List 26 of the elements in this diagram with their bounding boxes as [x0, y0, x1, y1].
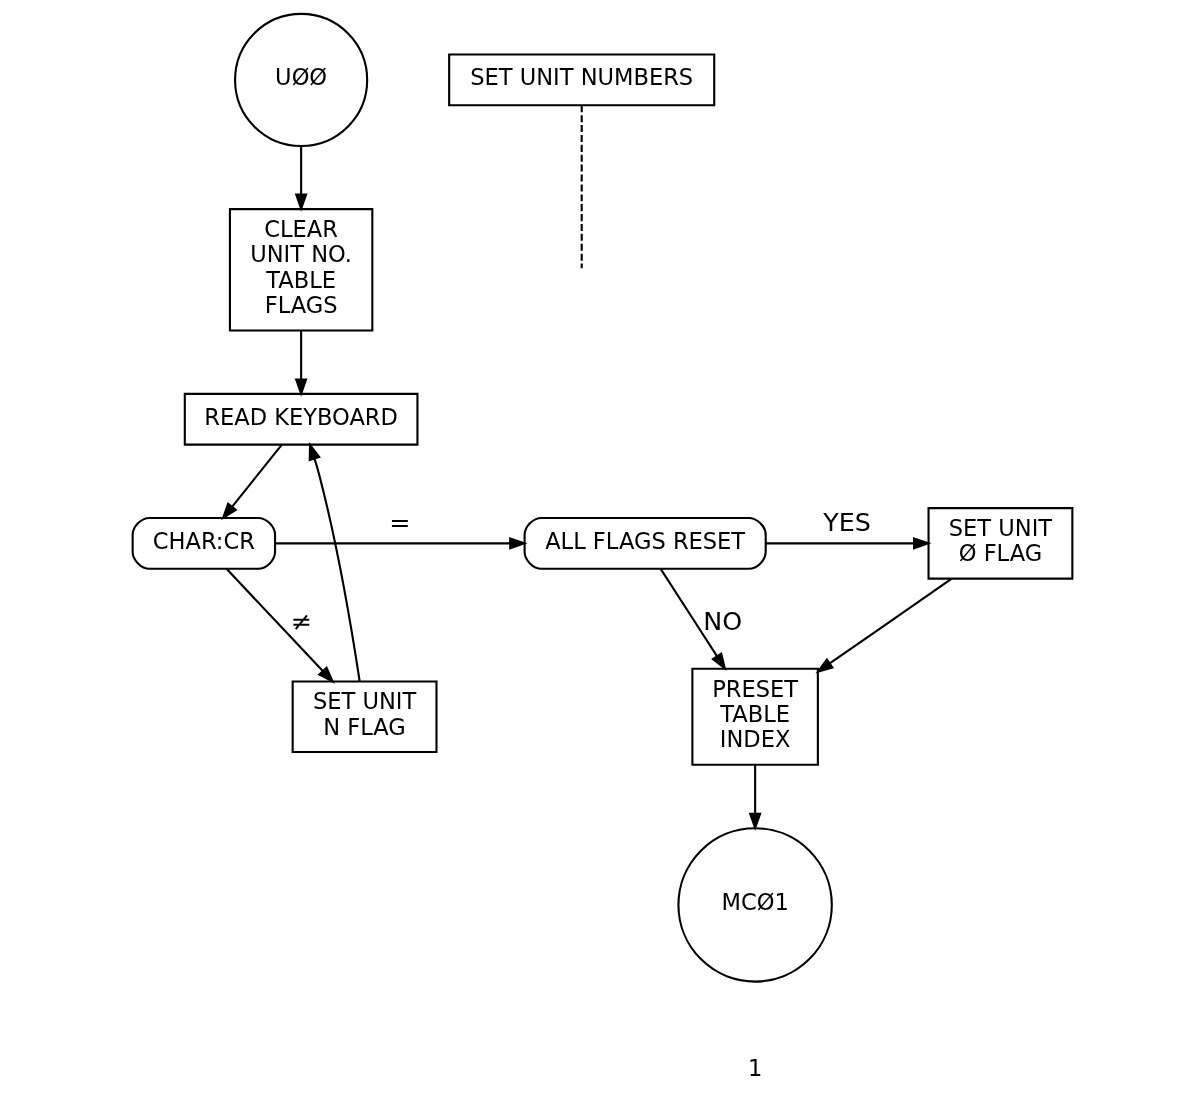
node-box: SET UNIT N FLAG	[291, 680, 438, 754]
arrow	[659, 568, 726, 671]
arrow	[294, 146, 308, 212]
arrow	[814, 578, 952, 674]
arrow	[748, 764, 762, 832]
node-circle: UØØ	[233, 12, 368, 148]
node-box: READ KEYBOARD	[183, 392, 418, 446]
node-circle: MCØ1	[676, 827, 833, 983]
node-box: CLEAR UNIT NO. TABLE FLAGS	[228, 208, 373, 332]
edge-label: NO	[702, 605, 742, 636]
edge-label: YES	[822, 507, 871, 538]
node-box: CHAR:CR	[131, 516, 276, 570]
node-box: ALL FLAGS RESET	[523, 516, 767, 570]
connector	[580, 105, 583, 269]
arrow	[765, 536, 931, 550]
node-box: SET UNIT NUMBERS	[447, 53, 715, 107]
arrow	[220, 444, 282, 521]
node-box: SET UNIT Ø FLAG	[927, 507, 1073, 580]
arrow	[225, 568, 335, 684]
edge-label: =	[388, 507, 410, 538]
node-box: PRESET TABLE INDEX	[690, 667, 819, 766]
arrow	[274, 536, 527, 550]
arrow	[294, 330, 308, 397]
edge-label: ≠	[290, 605, 312, 636]
arrow	[308, 442, 361, 682]
label: 1	[747, 1054, 762, 1081]
